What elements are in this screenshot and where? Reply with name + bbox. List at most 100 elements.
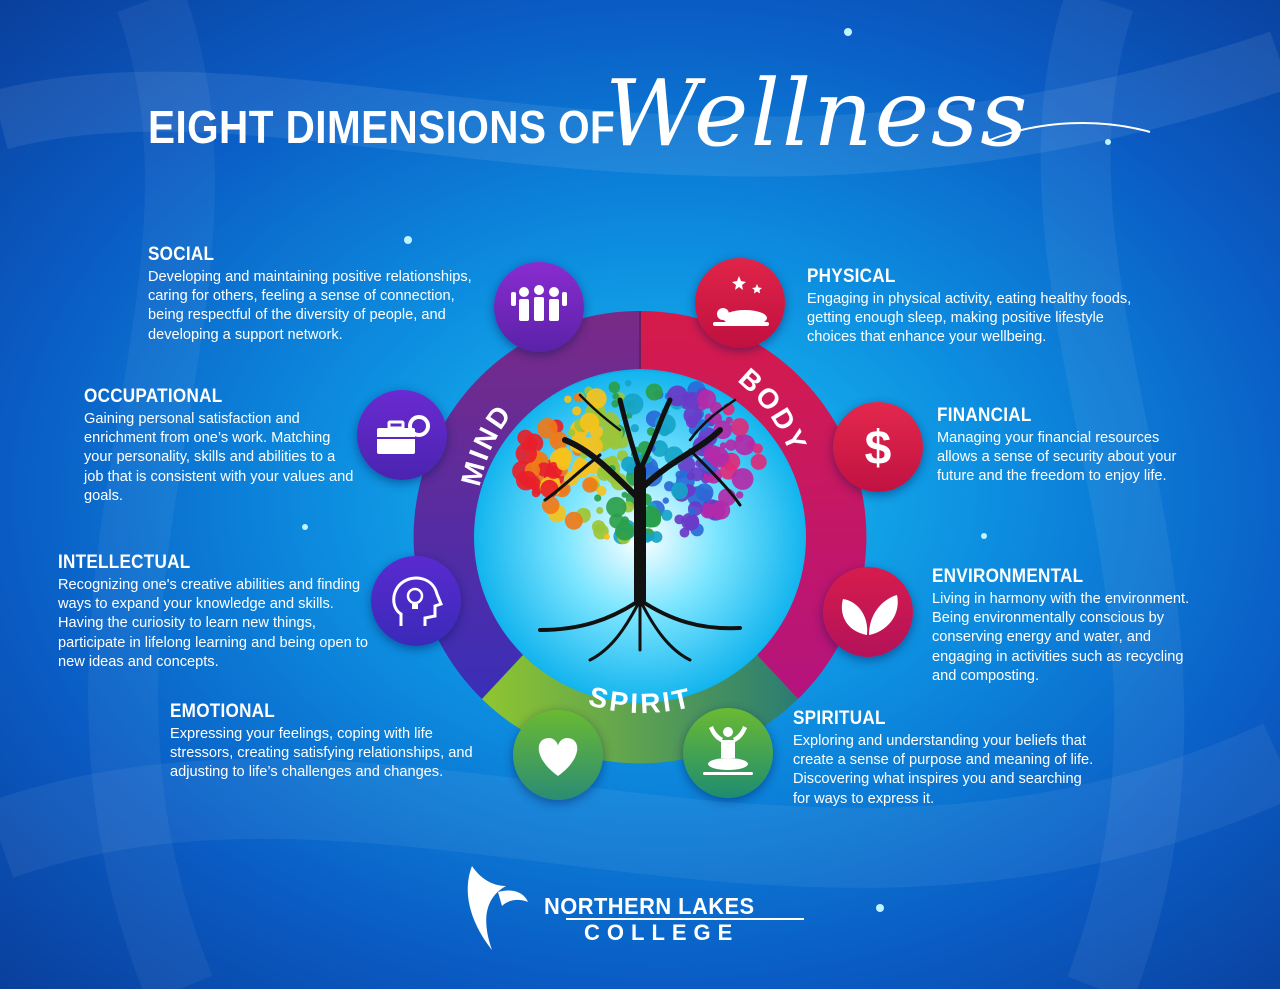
canopy-dot — [603, 436, 611, 443]
dimension-social: SOCIAL Developing and maintaining positi… — [148, 244, 488, 345]
social-icon-circle — [494, 262, 584, 352]
canopy-dot — [697, 389, 717, 409]
canopy-dot — [731, 468, 754, 490]
canopy-dot — [567, 429, 576, 437]
canopy-dot — [725, 439, 737, 451]
dimension-text-financial: Managing your financial resources allows… — [937, 430, 1177, 485]
canopy-dot — [564, 395, 572, 403]
canopy-dot — [650, 531, 663, 543]
physical-icon-circle — [695, 258, 785, 348]
canopy-dot — [681, 512, 700, 531]
canopy-dot — [679, 527, 690, 538]
ring-mind — [413, 310, 640, 699]
college-name: NORTHERN LAKES — [544, 893, 755, 919]
canopy-dot — [686, 472, 696, 481]
canopy-dot — [671, 482, 689, 500]
page-title: EIGHT DIMENSIONS OF — [148, 101, 616, 153]
college-name-divider — [566, 918, 804, 920]
dimension-title-spiritual: SPIRITUAL — [793, 708, 886, 729]
title-flourish — [989, 122, 1151, 141]
leaves-icon — [841, 595, 898, 635]
dimension-text-physical: Engaging in physical activity, eating he… — [807, 291, 1132, 346]
title-block: EIGHT DIMENSIONS OF Wellness — [0, 40, 1280, 220]
emotional-icon-circle — [513, 710, 603, 800]
canopy-dot — [704, 413, 713, 422]
dimension-title-financial: FINANCIAL — [937, 405, 1032, 426]
canopy-dot — [695, 483, 714, 502]
dimension-text-social: Developing and maintaining positive rela… — [148, 269, 472, 343]
dimension-title-occupational: OCCUPATIONAL — [84, 386, 223, 407]
dimension-text-environmental: Living in harmony with the environment. … — [932, 591, 1190, 684]
canopy-dot — [624, 379, 632, 387]
canopy-dot — [594, 494, 602, 502]
dimension-environmental: ENVIRONMENTAL Living in harmony with the… — [932, 566, 1202, 686]
canopy-dot — [537, 418, 558, 439]
dimension-financial: FINANCIAL Managing your financial resour… — [937, 405, 1202, 487]
canopy-dot — [549, 431, 568, 450]
spiritual-icon-circle — [683, 708, 773, 798]
canopy-dot — [596, 485, 607, 496]
canopy-dot — [651, 440, 668, 457]
dimension-title-physical: PHYSICAL — [807, 266, 896, 287]
tree-illustration — [512, 379, 767, 662]
dimension-text-spiritual: Exploring and understanding your beliefs… — [793, 733, 1094, 807]
canopy-dot — [622, 393, 644, 415]
canopy-dot — [556, 456, 571, 471]
canopy-dot — [725, 416, 733, 424]
canopy-dot — [582, 477, 598, 493]
canopy-dot — [603, 533, 611, 540]
college-logo-mark — [467, 866, 528, 950]
canopy-dot — [591, 520, 606, 534]
canopy-dot — [621, 491, 628, 498]
dimension-title-intellectual: INTELLECTUAL — [58, 552, 191, 573]
occupational-icon-circle — [357, 390, 447, 480]
canopy-dot — [707, 446, 729, 468]
dimension-title-environmental: ENVIRONMENTAL — [932, 566, 1084, 587]
canopy-dot — [645, 383, 663, 401]
canopy-dot — [752, 443, 763, 454]
canopy-dot — [515, 442, 537, 465]
canopy-dot — [589, 425, 604, 439]
canopy-dot — [750, 453, 767, 470]
head-lightbulb-icon — [392, 576, 443, 626]
svg-text:$: $ — [865, 422, 892, 475]
canopy-dot — [611, 400, 619, 408]
canopy-dot — [630, 424, 639, 433]
financial-icon-circle: $ — [833, 402, 923, 492]
sleeping-person-icon — [713, 276, 769, 326]
dimension-spiritual: SPIRITUAL Exploring and understanding yo… — [793, 708, 1098, 809]
canopy-dot — [606, 496, 627, 518]
canopy-dot — [621, 456, 637, 472]
canopy-dot — [736, 491, 744, 499]
dimension-emotional: EMOTIONAL Expressing your feelings, copi… — [170, 701, 500, 783]
canopy-dot — [564, 511, 583, 530]
canopy-dot — [596, 506, 604, 515]
dimension-text-emotional: Expressing your feelings, coping with li… — [170, 726, 473, 781]
environmental-icon-circle — [823, 567, 913, 657]
canopy-dot — [519, 471, 537, 488]
canopy-dot — [688, 507, 696, 516]
page-title-script: Wellness — [605, 60, 1030, 167]
dimension-intellectual: INTELLECTUAL Recognizing one's creative … — [58, 552, 368, 672]
canopy-dot — [527, 438, 538, 449]
canopy-dot — [684, 392, 702, 409]
canopy-dot — [661, 509, 673, 521]
dimension-title-emotional: EMOTIONAL — [170, 701, 276, 722]
intellectual-icon-circle — [371, 556, 461, 646]
heart-icon — [538, 738, 578, 776]
dimension-occupational: OCCUPATIONAL Gaining personal satisfacti… — [84, 386, 354, 506]
canopy-dot — [531, 488, 541, 498]
canopy-dot — [612, 392, 620, 400]
canopy-dot — [730, 418, 749, 437]
canopy-dot — [615, 521, 634, 541]
ring-body — [640, 310, 867, 699]
people-group-icon — [511, 285, 567, 321]
dollar-icon: $ — [865, 422, 892, 475]
dimension-physical: PHYSICAL Engaging in physical activity, … — [807, 266, 1137, 348]
dimension-text-occupational: Gaining personal satisfaction and enrich… — [84, 411, 354, 504]
canopy-dot — [608, 381, 621, 394]
canopy-dot — [572, 406, 582, 416]
college-subtitle: COLLEGE — [584, 920, 740, 945]
canopy-dot — [662, 497, 669, 504]
canopy-dot — [683, 406, 703, 425]
